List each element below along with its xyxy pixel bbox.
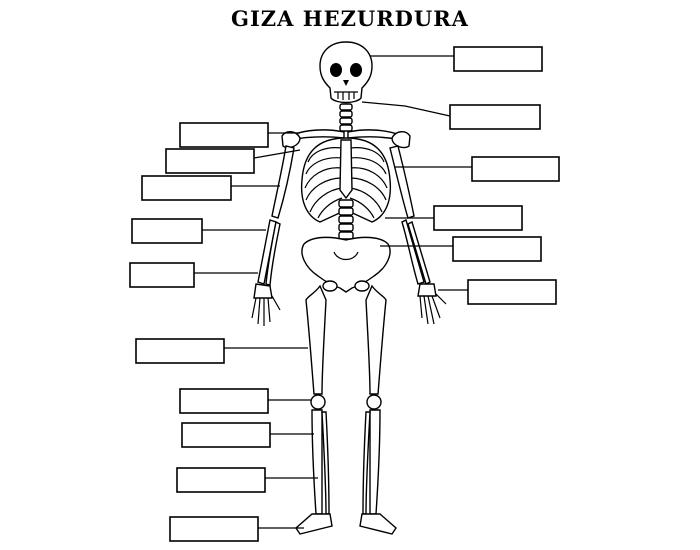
label-box-neck[interactable] (449, 104, 541, 130)
pelvis (301, 236, 391, 293)
label-box-wrist[interactable] (129, 262, 195, 288)
label-box-sternum[interactable] (471, 156, 560, 182)
leg-right (359, 284, 397, 535)
label-box-hand[interactable] (467, 279, 557, 305)
label-box-kneecap[interactable] (179, 388, 269, 414)
leader-lines (194, 55, 472, 529)
label-box-pelvis[interactable] (452, 236, 542, 262)
arm-left (251, 145, 295, 326)
label-box-fibula[interactable] (176, 467, 266, 493)
label-box-shoulder[interactable] (165, 148, 255, 174)
worksheet-title: GIZA HEZURDURA (231, 6, 469, 31)
label-box-humerus[interactable] (141, 175, 232, 201)
label-box-ribs[interactable] (433, 205, 523, 231)
label-box-skull[interactable] (453, 46, 543, 72)
label-box-foot[interactable] (169, 516, 259, 542)
leg-left (295, 284, 333, 535)
label-boxes (129, 46, 560, 542)
label-box-femur[interactable] (135, 338, 225, 364)
skeleton-figure (251, 41, 447, 535)
skull (319, 41, 373, 104)
neck-vertebrae (339, 103, 353, 132)
rib-cage (300, 137, 392, 223)
arm-right (389, 145, 447, 325)
label-box-tibia[interactable] (181, 422, 271, 448)
label-box-elbow[interactable] (131, 218, 203, 244)
label-box-clavicle[interactable] (179, 122, 269, 148)
lumbar-spine (338, 199, 354, 240)
